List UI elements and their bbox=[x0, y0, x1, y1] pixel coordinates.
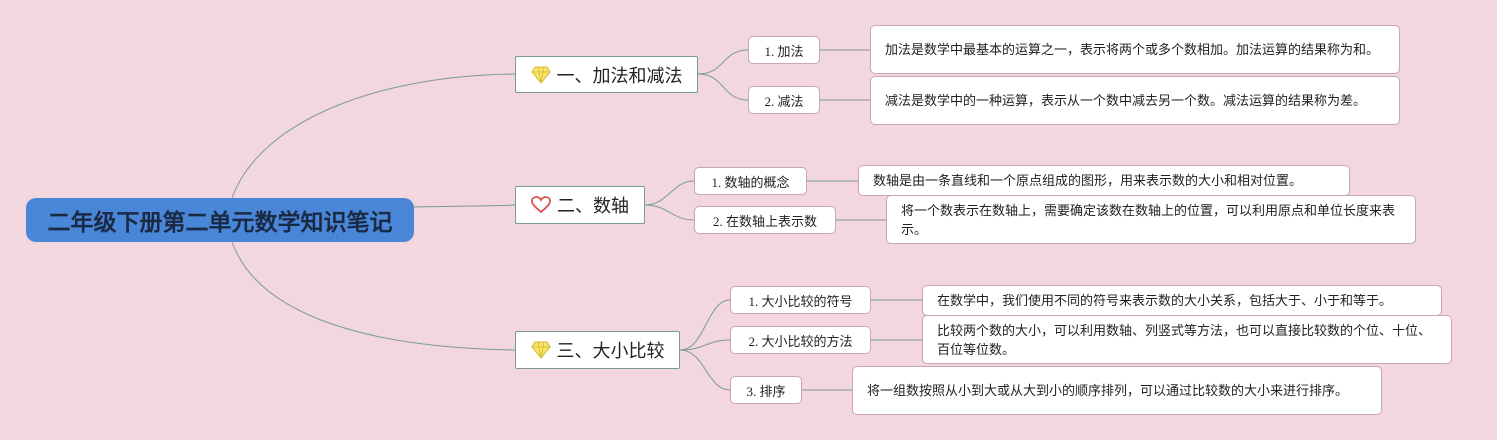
topic-number-line-concept[interactable]: 1. 数轴的概念 bbox=[694, 167, 807, 195]
diamond-icon bbox=[530, 66, 551, 84]
root-topic[interactable]: 二年级下册第二单元数学知识笔记 bbox=[26, 198, 414, 242]
link-root-branch-1 bbox=[231, 73, 516, 199]
link-root-branch-2 bbox=[413, 204, 516, 208]
desc-sorting: 将一组数按照从小到大或从大到小的顺序排列，可以通过比较数的大小来进行排序。 bbox=[852, 366, 1382, 415]
topic-label: 1. 数轴的概念 bbox=[711, 174, 790, 190]
link-b2-c2 bbox=[644, 204, 695, 221]
desc-text: 加法是数学中最基本的运算之一，表示将两个或多个数相加。加法运算的结果称为和。 bbox=[885, 42, 1380, 57]
desc-comparison-methods: 比较两个数的大小，可以利用数轴、列竖式等方法，也可以直接比较数的个位、十位、百位… bbox=[922, 315, 1452, 364]
topic-comparison-methods[interactable]: 2. 大小比较的方法 bbox=[730, 326, 871, 354]
desc-number-line-concept: 数轴是由一条直线和一个原点组成的图形，用来表示数的大小和相对位置。 bbox=[858, 165, 1350, 196]
desc-subtraction: 减法是数学中的一种运算，表示从一个数中减去另一个数。减法运算的结果称为差。 bbox=[870, 76, 1400, 125]
desc-text: 比较两个数的大小，可以利用数轴、列竖式等方法，也可以直接比较数的个位、十位、百位… bbox=[937, 322, 1432, 357]
branch-comparison[interactable]: 三、大小比较 bbox=[515, 331, 680, 369]
branch-number-line[interactable]: 二、数轴 bbox=[515, 186, 645, 224]
link-b2-c1 bbox=[644, 180, 695, 206]
topic-label: 3. 排序 bbox=[746, 383, 786, 399]
link-b3-c1 bbox=[679, 299, 731, 351]
topic-label: 2. 大小比较的方法 bbox=[748, 333, 853, 349]
desc-text: 将一组数按照从小到大或从大到小的顺序排列，可以通过比较数的大小来进行排序。 bbox=[867, 383, 1349, 398]
link-b3-c3 bbox=[679, 349, 731, 391]
topic-label: 1. 大小比较的符号 bbox=[748, 293, 853, 309]
desc-text: 在数学中，我们使用不同的符号来表示数的大小关系，包括大于、小于和等于。 bbox=[937, 293, 1393, 308]
branch-title: 三、大小比较 bbox=[556, 341, 665, 361]
desc-text: 数轴是由一条直线和一个原点组成的图形，用来表示数的大小和相对位置。 bbox=[873, 173, 1303, 188]
branch-title: 一、加法和减法 bbox=[556, 65, 683, 86]
topic-label: 1. 加法 bbox=[764, 43, 804, 59]
root-title: 二年级下册第二单元数学知识笔记 bbox=[47, 209, 393, 235]
topic-represent-on-number-line[interactable]: 2. 在数轴上表示数 bbox=[694, 206, 836, 234]
desc-addition: 加法是数学中最基本的运算之一，表示将两个或多个数相加。加法运算的结果称为和。 bbox=[870, 25, 1400, 74]
desc-represent-on-number-line: 将一个数表示在数轴上，需要确定该数在数轴上的位置，可以利用原点和单位长度来表示。 bbox=[886, 195, 1416, 244]
link-b1-c2 bbox=[697, 73, 749, 101]
heart-icon bbox=[531, 196, 551, 214]
topic-addition[interactable]: 1. 加法 bbox=[748, 36, 820, 64]
diamond-icon bbox=[530, 341, 551, 359]
desc-text: 减法是数学中的一种运算，表示从一个数中减去另一个数。减法运算的结果称为差。 bbox=[885, 93, 1367, 108]
desc-text: 将一个数表示在数轴上，需要确定该数在数轴上的位置，可以利用原点和单位长度来表示。 bbox=[901, 202, 1396, 237]
link-b1-c1 bbox=[697, 49, 749, 75]
link-root-branch-3 bbox=[231, 241, 516, 351]
branch-addition-subtraction[interactable]: 一、加法和减法 bbox=[515, 56, 698, 93]
topic-sorting[interactable]: 3. 排序 bbox=[730, 376, 802, 404]
topic-subtraction[interactable]: 2. 减法 bbox=[748, 86, 820, 114]
topic-label: 2. 减法 bbox=[764, 93, 804, 109]
topic-comparison-symbols[interactable]: 1. 大小比较的符号 bbox=[730, 286, 871, 314]
link-b3-c2 bbox=[679, 339, 731, 351]
desc-comparison-symbols: 在数学中，我们使用不同的符号来表示数的大小关系，包括大于、小于和等于。 bbox=[922, 285, 1442, 316]
branch-title: 二、数轴 bbox=[557, 196, 629, 216]
topic-label: 2. 在数轴上表示数 bbox=[712, 213, 817, 229]
